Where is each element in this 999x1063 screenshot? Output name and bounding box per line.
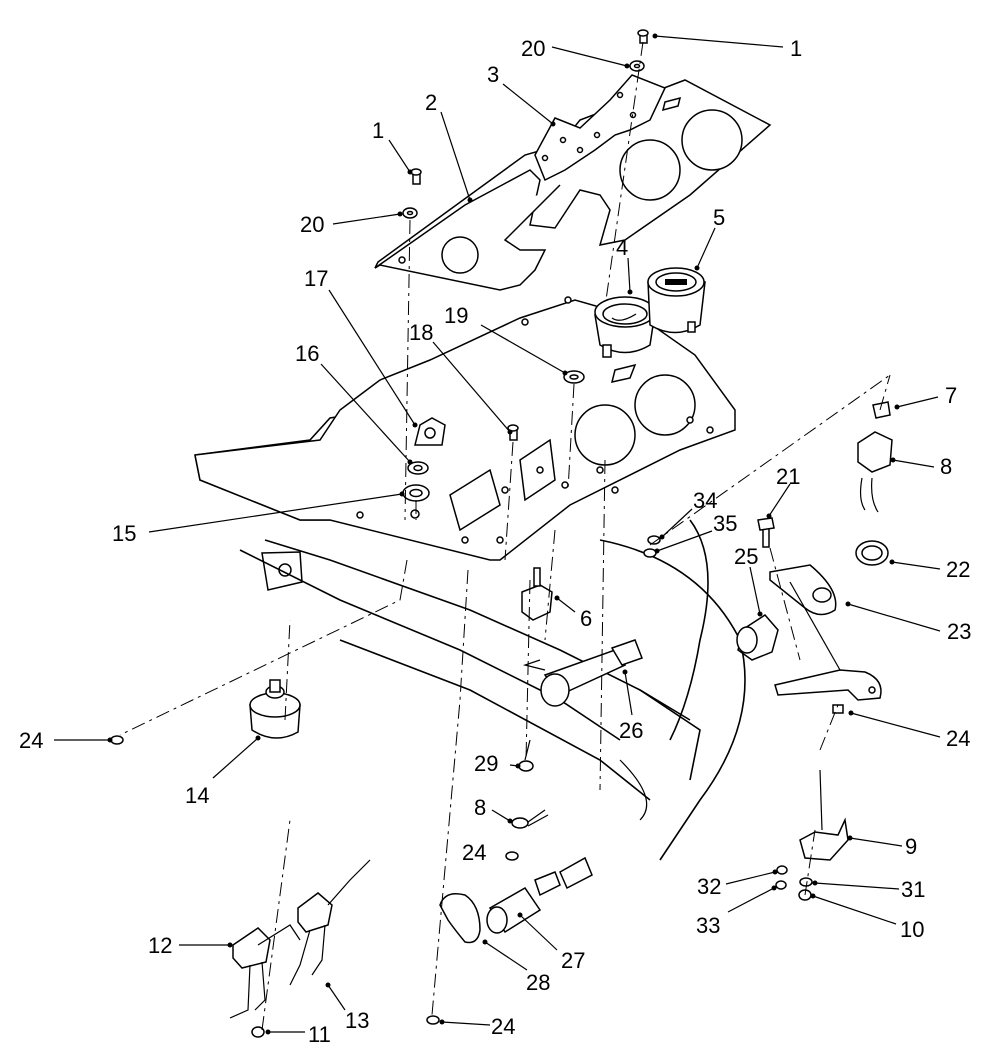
switch-cap-7 bbox=[872, 401, 891, 419]
callout-33: 33 bbox=[696, 913, 720, 938]
nut-24-bottom bbox=[426, 1015, 440, 1025]
dash-panel bbox=[194, 296, 736, 561]
terminal-8 bbox=[511, 739, 549, 829]
washer-35 bbox=[643, 548, 657, 558]
light-27 bbox=[486, 856, 593, 934]
callout-24-right: 24 bbox=[946, 726, 970, 751]
leader-lines bbox=[54, 33, 941, 1035]
callout-32: 32 bbox=[697, 874, 721, 899]
gauge-4 bbox=[594, 296, 656, 358]
callout-10: 10 bbox=[900, 917, 924, 942]
nut-29 bbox=[518, 760, 534, 772]
washer-20-top bbox=[629, 60, 645, 72]
clamp-28 bbox=[439, 893, 481, 944]
alignment-lines bbox=[119, 41, 891, 1031]
lockwasher-15 bbox=[402, 484, 430, 502]
nut-24-center bbox=[505, 851, 519, 861]
callout-23: 23 bbox=[947, 619, 971, 644]
gasket-plate bbox=[374, 79, 772, 291]
callout-35: 35 bbox=[713, 511, 737, 536]
callout-1-top: 1 bbox=[790, 36, 802, 61]
buzzer-25 bbox=[736, 614, 779, 661]
callout-8-center: 8 bbox=[474, 795, 486, 820]
callout-31: 31 bbox=[901, 877, 925, 902]
rocker-switch-8 bbox=[857, 431, 893, 513]
bracket-9 bbox=[799, 769, 849, 861]
control-13 bbox=[289, 859, 371, 986]
hour-meter-5 bbox=[647, 267, 706, 334]
callout-19: 19 bbox=[444, 303, 468, 328]
callout-21: 21 bbox=[776, 464, 800, 489]
callout-18: 18 bbox=[409, 320, 433, 345]
nut-32 bbox=[776, 865, 788, 875]
ring-22 bbox=[855, 540, 889, 566]
callout-27: 27 bbox=[561, 948, 585, 973]
callout-4: 4 bbox=[616, 235, 628, 260]
bracket-3 bbox=[534, 74, 667, 182]
callout-7: 7 bbox=[945, 383, 957, 408]
callout-3: 3 bbox=[487, 62, 499, 87]
nut-16 bbox=[407, 461, 429, 475]
callout-6: 6 bbox=[580, 606, 592, 631]
callout-24-bottom: 24 bbox=[491, 1014, 515, 1039]
callout-17: 17 bbox=[304, 266, 328, 291]
washer-19 bbox=[563, 370, 585, 384]
key-switch-17 bbox=[414, 417, 446, 446]
callout-16: 16 bbox=[295, 341, 319, 366]
callout-25: 25 bbox=[734, 544, 758, 569]
callout-24-left: 24 bbox=[19, 728, 43, 753]
callout-11: 11 bbox=[308, 1022, 331, 1047]
callout-29: 29 bbox=[474, 751, 498, 776]
callout-labels: 1 20 3 2 1 20 5 4 17 19 18 16 7 8 21 34 … bbox=[19, 36, 971, 1047]
callout-12: 12 bbox=[148, 933, 172, 958]
callout-14: 14 bbox=[185, 783, 209, 808]
nut-33 bbox=[775, 880, 787, 890]
callout-28: 28 bbox=[526, 970, 550, 995]
connector-26 bbox=[522, 639, 643, 707]
nut-24-left bbox=[110, 735, 124, 745]
callout-22: 22 bbox=[946, 557, 970, 582]
frame-outline bbox=[194, 409, 746, 861]
bracket-23 bbox=[769, 564, 882, 701]
bolt-21 bbox=[757, 517, 775, 548]
nut-34 bbox=[647, 535, 661, 545]
callout-8-right: 8 bbox=[940, 454, 952, 479]
callout-20-top: 20 bbox=[521, 36, 545, 61]
callout-13: 13 bbox=[345, 1008, 369, 1033]
callout-5: 5 bbox=[713, 205, 725, 230]
callout-24-center: 24 bbox=[462, 840, 486, 865]
washer-20-left bbox=[402, 207, 418, 219]
callout-1-left: 1 bbox=[372, 118, 384, 143]
washer-31 bbox=[799, 877, 813, 887]
control-12 bbox=[229, 924, 301, 1019]
callout-26: 26 bbox=[619, 718, 643, 743]
callout-34: 34 bbox=[693, 488, 717, 513]
callout-2: 2 bbox=[425, 90, 437, 115]
nut-11 bbox=[251, 1026, 265, 1038]
screw-1-left bbox=[410, 168, 422, 185]
callout-20-left: 20 bbox=[300, 212, 324, 237]
ignition-switch-14 bbox=[249, 679, 301, 739]
callout-15: 15 bbox=[112, 521, 136, 546]
screw-1-top bbox=[637, 29, 649, 44]
callout-9: 9 bbox=[905, 834, 917, 859]
